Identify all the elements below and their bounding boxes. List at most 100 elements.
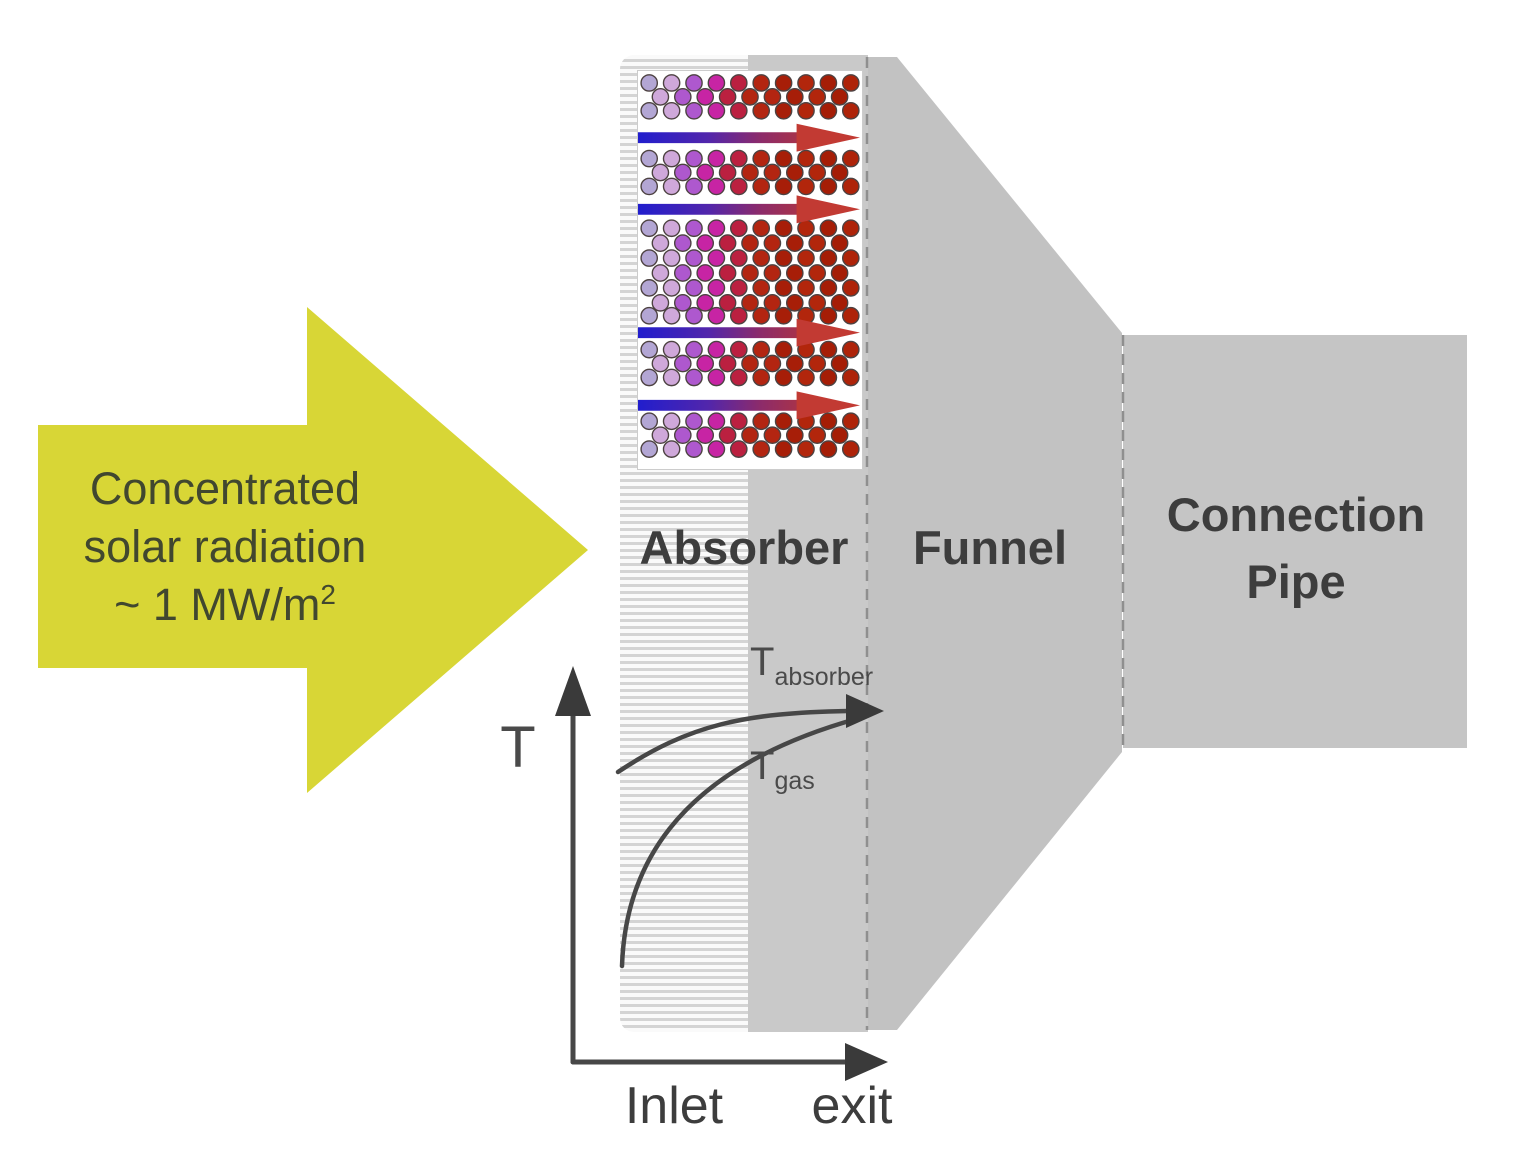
y-axis-arrowhead <box>555 666 591 716</box>
particle <box>662 101 681 120</box>
particle <box>808 88 827 106</box>
t-gas-symbol: T <box>750 744 775 788</box>
particle <box>841 279 860 297</box>
particle <box>640 340 659 359</box>
t-absorber-curve <box>615 708 851 775</box>
particle <box>841 306 860 325</box>
particle <box>662 368 681 387</box>
particle <box>696 264 715 282</box>
particle <box>673 293 692 312</box>
particle <box>830 426 849 445</box>
particle <box>830 88 849 106</box>
particle <box>707 340 726 359</box>
particle <box>707 279 726 297</box>
flow-arrow-shaft <box>638 327 803 339</box>
particle <box>662 440 681 458</box>
particle <box>752 219 771 238</box>
particle <box>685 412 703 431</box>
particle <box>808 234 827 252</box>
flow-arrow-shaft <box>638 132 803 144</box>
particle <box>752 412 771 431</box>
particle <box>707 440 726 458</box>
particle <box>696 234 715 252</box>
particle <box>819 340 838 359</box>
particle <box>741 354 759 373</box>
particle <box>729 249 748 267</box>
particle <box>752 101 771 120</box>
particle <box>797 177 815 196</box>
particle <box>729 101 748 120</box>
particle <box>685 279 703 297</box>
particle <box>662 306 681 325</box>
particle <box>752 279 771 297</box>
particle <box>718 163 737 182</box>
particle <box>651 426 670 445</box>
particle <box>797 249 815 267</box>
particle <box>841 149 860 168</box>
particle <box>662 219 681 238</box>
solar-line-1: Concentrated <box>89 463 361 514</box>
particle <box>741 234 759 252</box>
t-absorber-curve-label: Tabsorber <box>750 640 873 690</box>
particle <box>640 74 659 92</box>
particle <box>685 306 703 325</box>
particle <box>797 368 815 387</box>
t-gas-subscript: gas <box>774 767 815 795</box>
particle <box>729 440 748 458</box>
particle <box>752 440 771 458</box>
particle <box>729 412 748 431</box>
particle <box>841 177 860 196</box>
particle <box>640 440 659 458</box>
particle <box>729 279 748 297</box>
solar-radiation-arrow-shape <box>38 307 588 793</box>
particle <box>640 249 659 267</box>
connection-pipe-label-line1: Connection <box>1166 488 1426 541</box>
particle <box>696 88 715 106</box>
particle <box>808 163 827 182</box>
particle <box>707 219 726 238</box>
particle <box>707 249 726 267</box>
y-axis-label: T <box>500 715 536 780</box>
particle <box>662 177 681 196</box>
particle <box>707 101 726 120</box>
particle <box>819 101 838 120</box>
particle <box>685 219 703 238</box>
particle <box>785 426 804 445</box>
particle <box>785 264 804 282</box>
particle <box>707 177 726 196</box>
particle <box>752 149 771 168</box>
particle <box>774 101 793 120</box>
particle <box>640 412 659 431</box>
particle <box>830 354 849 373</box>
particle <box>797 101 815 120</box>
particle <box>774 412 793 431</box>
particle <box>741 293 759 312</box>
particle <box>752 177 771 196</box>
particle <box>673 354 692 373</box>
particle <box>785 234 804 252</box>
particle <box>685 368 703 387</box>
particle <box>707 74 726 92</box>
particle <box>662 74 681 92</box>
particle <box>729 368 748 387</box>
particle <box>841 412 860 431</box>
connection-pipe-shape <box>1123 335 1467 748</box>
particle <box>729 340 748 359</box>
x-axis-arrowhead <box>845 1043 888 1081</box>
particle <box>774 440 793 458</box>
t-gas-curve-label: Tgas <box>750 744 815 794</box>
particle <box>696 354 715 373</box>
particle <box>774 249 793 267</box>
flow-arrow-shaft <box>638 203 803 215</box>
flow-arrow-shaft <box>638 399 803 411</box>
particle <box>763 354 782 373</box>
particle <box>763 426 782 445</box>
particle <box>673 234 692 252</box>
particle <box>729 149 748 168</box>
particle <box>774 74 793 92</box>
particle <box>785 163 804 182</box>
particle <box>819 279 838 297</box>
particle <box>819 74 838 92</box>
